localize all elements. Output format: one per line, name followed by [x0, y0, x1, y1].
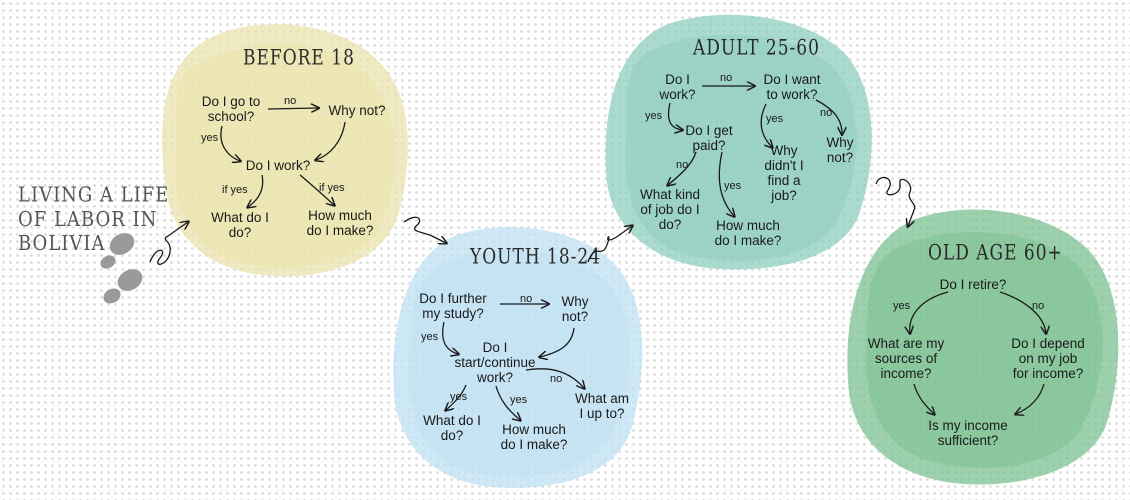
arrow-work-paid [667, 102, 683, 130]
before18-q-school: Do I go to school? [201, 94, 261, 124]
adult-why-didnt: Why didn't I find a job? [764, 143, 804, 203]
youth-label-yes-1: yes [421, 331, 439, 343]
adult-label-yes-2: yes [766, 113, 784, 125]
youth-heading: YOUTH 18-24 [470, 244, 602, 270]
adult-label-yes-1: yes [645, 110, 663, 122]
squiggle-to-oldage-icon [875, 176, 916, 226]
oldage-depend: Do I depend on my job for income? [1011, 336, 1085, 381]
youth-start: Do I start/continue work? [454, 340, 536, 385]
oldage-sufficient: Is my income sufficient? [928, 418, 1008, 448]
before18-what-do: What do I do? [211, 210, 269, 240]
footprints-icon [100, 233, 143, 304]
before18-label-if-yes-1: if yes [222, 184, 248, 196]
adult-paid: Do I get paid? [685, 123, 733, 153]
adult-heading: ADULT 25-60 [693, 35, 820, 61]
youth-why-not: Why not? [561, 294, 589, 324]
arrow-want-whynot [815, 99, 842, 134]
youth-what-do: What do I do? [423, 413, 481, 443]
adult-how-much: How much do I make? [714, 218, 782, 248]
oldage-label-no: no [1032, 300, 1045, 312]
oldage-heading: OLD AGE 60+ [928, 240, 1063, 266]
arrow-start-howmuch [495, 385, 520, 420]
before18-label-no: no [284, 95, 297, 107]
squiggle-to-adult-icon [587, 226, 632, 263]
adult-label-yes-3: yes [724, 180, 742, 192]
before18-how-much: How much do I make? [306, 208, 374, 238]
youth-label-no-1: no [520, 293, 533, 305]
youth-label-yes-3: yes [510, 394, 528, 406]
adult-why-not: Why not? [826, 135, 854, 165]
arrow-depend-sufficient [1016, 383, 1045, 414]
arrow-retire-depend [999, 291, 1046, 333]
arrow-paid-kind [668, 151, 697, 185]
squiggle-to-before18-icon [149, 222, 188, 265]
oldage-sources: What are my sources of income? [867, 336, 945, 381]
arrow-want-whydidnt [760, 103, 772, 147]
adult-label-no-2: no [820, 107, 833, 119]
adult-work: Do I work? [659, 72, 696, 102]
youth-blob [393, 227, 643, 488]
arrow-school-work [220, 125, 240, 161]
youth-what-up: What am I up to? [574, 391, 629, 421]
arrow-further-start [442, 321, 458, 354]
arrow-retire-sources [910, 291, 949, 333]
oldage-blob [847, 209, 1119, 485]
before18-why-not: Why not? [328, 103, 386, 118]
before18-heading: BEFORE 18 [243, 45, 355, 71]
arrow-whynot-work [316, 121, 346, 160]
arrow-whynot-start [540, 327, 575, 357]
youth-label-no-2: no [550, 373, 563, 385]
oldage-retire: Do I retire? [939, 277, 1007, 292]
before18-work: Do I work? [245, 158, 311, 173]
arrow-work-howmuch [299, 174, 334, 205]
arrow-start-whatdo [446, 384, 467, 410]
arrow-school-whynot [267, 108, 318, 109]
squiggle-to-youth-icon [403, 216, 446, 243]
adult-kind: What kind of job do I do? [639, 187, 701, 232]
before18-label-yes: yes [201, 132, 219, 144]
youth-how-much: How much do I make? [500, 422, 568, 452]
adult-label-no-1: no [720, 72, 733, 84]
adult-want: Do I want to work? [763, 72, 821, 102]
oldage-label-yes: yes [893, 300, 911, 312]
adult-label-no-3: no [676, 159, 689, 171]
adult-blob [605, 14, 872, 270]
arrow-paid-howmuch [718, 151, 734, 216]
before18-label-if-yes-2: if yes [319, 182, 345, 194]
arrow-work-whatdo [248, 174, 264, 207]
youth-further: Do I further my study? [419, 291, 487, 321]
arrow-start-whatup [525, 368, 584, 388]
diagram-title: LIVING A LIFE OF LABOR IN BOLIVIA [18, 183, 170, 256]
before18-blob [162, 24, 408, 277]
arrow-sources-sufficient [913, 383, 934, 414]
